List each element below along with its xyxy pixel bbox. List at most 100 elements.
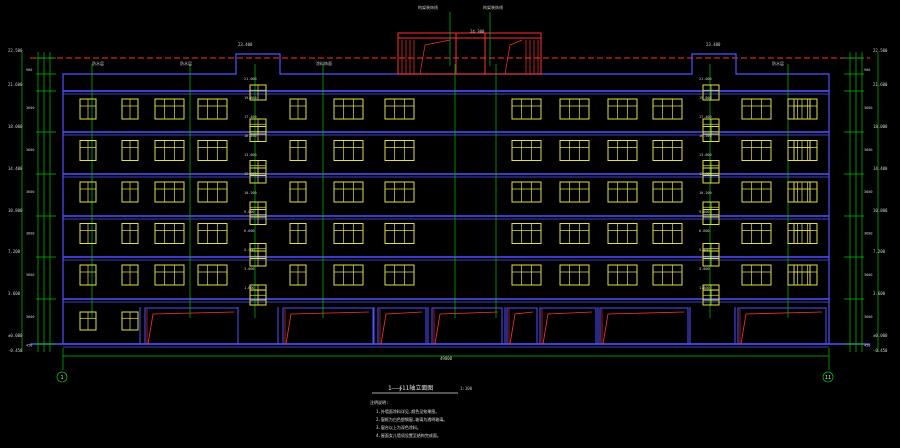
shop-door [509, 311, 534, 345]
window [197, 181, 228, 203]
building-outline [21, 12, 879, 394]
floor-height-right: 900 [864, 68, 870, 72]
level-mark-left: 7.200 [8, 249, 21, 254]
stair-level-left: 12.600 [244, 172, 257, 176]
floor-height-right: 3600 [864, 232, 872, 236]
window [384, 223, 415, 244]
shop-opening [377, 307, 427, 345]
axis-bubble-right [822, 371, 834, 383]
roof-structure-curve [419, 39, 451, 75]
stair-level-right: 16.200 [699, 134, 712, 138]
window [197, 98, 228, 120]
shop-door [740, 311, 823, 345]
floor-height-left: 3600 [26, 190, 34, 194]
roof-label: 防水层 [180, 60, 192, 66]
shop-door [602, 311, 685, 345]
window [741, 98, 772, 120]
window [384, 140, 415, 161]
level-mark-right: -0.450 [873, 348, 888, 353]
window [787, 98, 818, 120]
drawing-title: 1——∳11轴立面图 [388, 384, 433, 392]
level-mark-left: 3.600 [8, 291, 21, 296]
stair-level-right: 19.800 [699, 96, 712, 100]
shop-opening [506, 307, 538, 345]
stair-level-right: 6.600 [699, 229, 710, 233]
floor-height-left: 450 [26, 344, 32, 348]
window [741, 223, 772, 244]
drawing-scale: 1:100 [460, 386, 473, 391]
axis-bubble-left: 1 [60, 375, 63, 381]
window [607, 264, 638, 286]
window [333, 140, 364, 161]
roof-label: 涂料饰面 [316, 60, 332, 66]
window [787, 264, 818, 286]
stair-level-right: 10.200 [699, 191, 712, 195]
window [741, 140, 772, 161]
floor-height-left: 900 [26, 68, 32, 72]
window [787, 181, 818, 203]
note-line: 3.窗台以上为深色涂料。 [376, 424, 421, 430]
window [511, 264, 542, 286]
stair-level-left: 17.400 [244, 115, 257, 119]
top-label: 构架装饰线 [483, 4, 503, 10]
tower-label: 24.300 [470, 29, 485, 34]
window [741, 264, 772, 286]
note-line: 1.外墙面涂料详见,颜色见效果图。 [376, 408, 439, 414]
level-mark-left: -0.450 [8, 348, 23, 353]
shop-opening [282, 307, 374, 345]
window [559, 181, 590, 203]
stair-level-right: 21.000 [699, 77, 712, 81]
window [652, 223, 683, 244]
stair-level-left: 19.800 [244, 96, 257, 100]
floor-height-right: 450 [864, 344, 870, 348]
window [384, 181, 415, 203]
window [607, 98, 638, 120]
level-mark-left: 14.400 [8, 166, 23, 171]
window [652, 98, 683, 120]
stair-level-left: 21.000 [244, 77, 257, 81]
level-mark-right: 22.500 [873, 48, 888, 53]
roof-structure-door [455, 32, 486, 75]
window [607, 181, 638, 203]
window [154, 140, 185, 161]
stair-level-right: 12.600 [699, 172, 712, 176]
floor-height-left: 3600 [26, 232, 34, 236]
window [511, 98, 542, 120]
axis-bubble-left [56, 371, 68, 383]
window [559, 264, 590, 286]
stair-level-right: 17.400 [699, 115, 712, 119]
annotation-layer: 1——∳11轴立面图 1:100 注明说明: 1.外墙面涂料详见,颜色见效果图。… [60, 4, 831, 438]
level-mark-right: ±0.000 [873, 333, 888, 338]
shop-opening [737, 307, 827, 345]
floor-height-left: 3600 [26, 148, 34, 152]
shop-door [542, 311, 593, 345]
stair-level-left: 13.800 [244, 153, 257, 157]
tower-label: 23.400 [706, 42, 721, 47]
window [154, 181, 185, 203]
window [333, 264, 364, 286]
notes-heading: 注明说明: [370, 399, 388, 405]
shop-door [147, 311, 235, 345]
floor-height-right: 3600 [864, 148, 872, 152]
shop-door [434, 311, 499, 345]
window [154, 98, 185, 120]
window [652, 264, 683, 286]
overall-dimension: 49800 [440, 356, 453, 361]
window [559, 98, 590, 120]
stair-level-left: 10.200 [244, 191, 257, 195]
roof-structure [397, 32, 542, 75]
window [333, 181, 364, 203]
shop-door [380, 311, 423, 345]
window [652, 181, 683, 203]
stair-level-right: 1.800 [699, 286, 710, 290]
windows-layer [79, 84, 818, 331]
window [197, 223, 228, 244]
window [741, 181, 772, 203]
floor-height-left: 3600 [26, 273, 34, 277]
window [197, 140, 228, 161]
shop-opening [431, 307, 503, 345]
level-mark-left: ±0.000 [8, 333, 23, 338]
window [607, 140, 638, 161]
stair-level-right: 3.000 [699, 267, 710, 271]
